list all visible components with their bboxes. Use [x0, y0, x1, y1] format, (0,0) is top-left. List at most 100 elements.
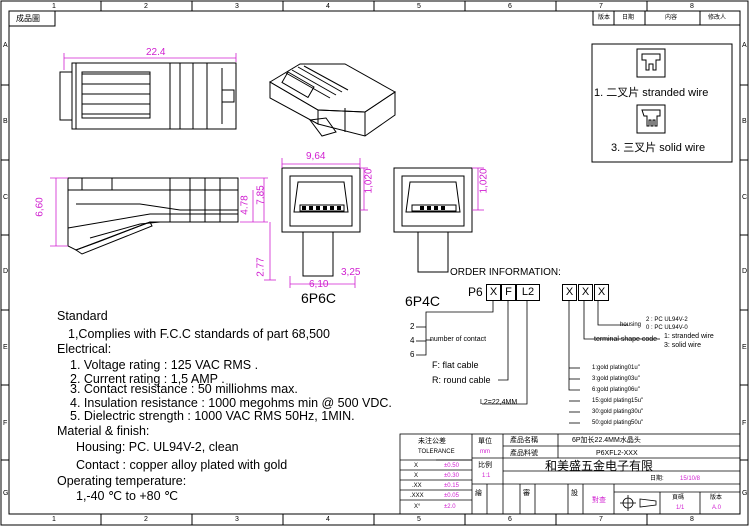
unit-value: mm [480, 449, 490, 455]
grid-row-g: G [3, 490, 9, 497]
dim-lines-top [63, 53, 237, 70]
dim-3-25: 3,25 [341, 267, 361, 278]
model-label-6p4c: 6P4C [405, 293, 441, 309]
dim-4-78: 4.78 [239, 195, 251, 215]
grid-col-8-bottom: 8 [690, 516, 694, 523]
grid-col-5: 5 [417, 3, 421, 10]
spec-electrical: Electrical: [57, 342, 112, 356]
grid-col-3-bottom: 3 [235, 516, 239, 523]
wire-type-solid: 3. 三叉片 solid wire [611, 142, 706, 154]
tol-key-4: X° [414, 504, 421, 510]
tol-val-1: ±0.30 [444, 473, 459, 479]
order-prefix: P6 [468, 285, 483, 299]
tolerance-cn: 未注公差 [418, 438, 446, 445]
model-label-6p6c: 6P6C [301, 290, 337, 306]
order-box-length: L2 [516, 284, 540, 301]
spec-dielectric: 5. Dielectric strength : 1000 VAC RMS 50… [70, 409, 355, 423]
cable-flat: F: flat cable [432, 360, 479, 370]
date-label: 日期: [650, 476, 664, 482]
plating-option-1: 3:gold plating03u" [592, 376, 640, 382]
grid-col-6-bottom: 6 [508, 516, 512, 523]
spec-current: 2. Current rating : 1,5 AMP . [70, 372, 225, 386]
contacts-6p4c [420, 206, 445, 210]
grid-row-d: D [3, 268, 9, 275]
housing-option-0: 2 : PC UL94V-2 [646, 317, 688, 323]
housing-option-1: 0 : PC UL94V-0 [646, 325, 688, 331]
check-label: 審 [523, 490, 530, 497]
contacts-label: number of contact [430, 336, 487, 343]
grid-row-b: B [3, 118, 8, 125]
grid-row-e-right: E [742, 344, 747, 351]
grid-col-2: 2 [144, 3, 148, 10]
grid-row-f: F [3, 420, 8, 427]
grid-col-6: 6 [508, 3, 512, 10]
dim-6-60: 6,60 [34, 197, 46, 217]
drawing-type-label: 成品圖 [16, 14, 40, 23]
tol-val-2: ±0.15 [444, 483, 459, 489]
order-box-contacts: X [486, 284, 501, 301]
spec-std-item: 1,Complies with F.C.C standards of part … [68, 327, 330, 341]
plating-option-3: 15:gold plating15u" [592, 398, 644, 404]
terminal-option-0: 1: stranded wire [664, 333, 714, 340]
product-no: P6XFL2-XXX [596, 450, 638, 457]
order-box-terminal: X [578, 284, 593, 301]
draw-label: 繪 [475, 490, 482, 497]
grid-col-7: 7 [599, 3, 603, 10]
grid-col-4-bottom: 4 [326, 516, 330, 523]
unit-label: 單位 [478, 438, 492, 445]
grid-row-c: C [3, 194, 9, 201]
grid-row-g-right: G [742, 490, 748, 497]
contacts-6: 6 [410, 350, 415, 359]
product-name: 6P加长22.4MM水晶头 [572, 437, 641, 444]
product-no-label: 產品料號 [510, 450, 538, 457]
dim-6-10: 6,10 [309, 279, 329, 290]
dim-lines-side [50, 177, 276, 281]
tol-key-1: X [414, 473, 419, 479]
spec-temp: 1,-40 ℃ to +80 ℃ [76, 489, 179, 503]
dim-2-77: 2.77 [255, 257, 267, 277]
grid-row-a-right: A [742, 42, 747, 49]
title-block-lines [399, 433, 741, 515]
grid-row-d-right: D [742, 268, 748, 275]
date-value: 15/10/8 [680, 476, 701, 482]
tol-val-0: ±0.50 [444, 463, 459, 469]
order-box-housing: X [594, 284, 609, 301]
grid-col-2-bottom: 2 [144, 516, 148, 523]
dim-7-85: 7.85 [255, 185, 267, 205]
scale-value: 1:1 [482, 473, 491, 479]
tol-key-0: X [414, 463, 419, 469]
grid-col-8: 8 [690, 3, 694, 10]
spec-voltage: 1. Voltage rating : 125 VAC RMS . [70, 358, 259, 372]
spec-contact: Contact : copper alloy plated with gold [76, 458, 288, 472]
wire-icons [636, 48, 666, 134]
spec-contact-resistance: 3. Contact resistance : 50 milliohms max… [70, 382, 298, 396]
spec-optemp: Operating temperature: [57, 474, 187, 488]
tol-val-4: ±2.0 [444, 504, 456, 510]
grid-col-5-bottom: 5 [417, 516, 421, 523]
page-value: 1/1 [676, 505, 685, 511]
design-label: 設 [571, 490, 578, 497]
order-heading: ORDER INFORMATION: [450, 267, 561, 278]
terminal-option-1: 3: solid wire [664, 342, 701, 349]
grid-row-a: A [3, 42, 8, 49]
tolerance-en: TOLERANCE [418, 449, 455, 455]
page-label: 頁碼 [672, 495, 685, 501]
spec-insulation: 4. Insulation resistance : 1000 megohms … [70, 396, 392, 410]
grid-row-b-right: B [742, 118, 747, 125]
rev-col-editor: 修改人 [708, 15, 727, 21]
order-connectors [416, 300, 660, 424]
grid-col-1: 1 [52, 3, 56, 10]
grid-row-c-right: C [742, 194, 748, 201]
version-label: 版本 [710, 495, 723, 501]
order-box-plating: X [562, 284, 577, 301]
dim-lines-front [281, 158, 368, 288]
contacts-6p6c [302, 206, 341, 210]
isometric-view [269, 63, 396, 137]
front-view-6p6c [281, 167, 361, 277]
contacts-2: 2 [410, 322, 415, 331]
rev-col-version: 版本 [598, 15, 611, 21]
rev-col-date: 日期 [622, 15, 635, 21]
grid-col-1-bottom: 1 [52, 516, 56, 523]
